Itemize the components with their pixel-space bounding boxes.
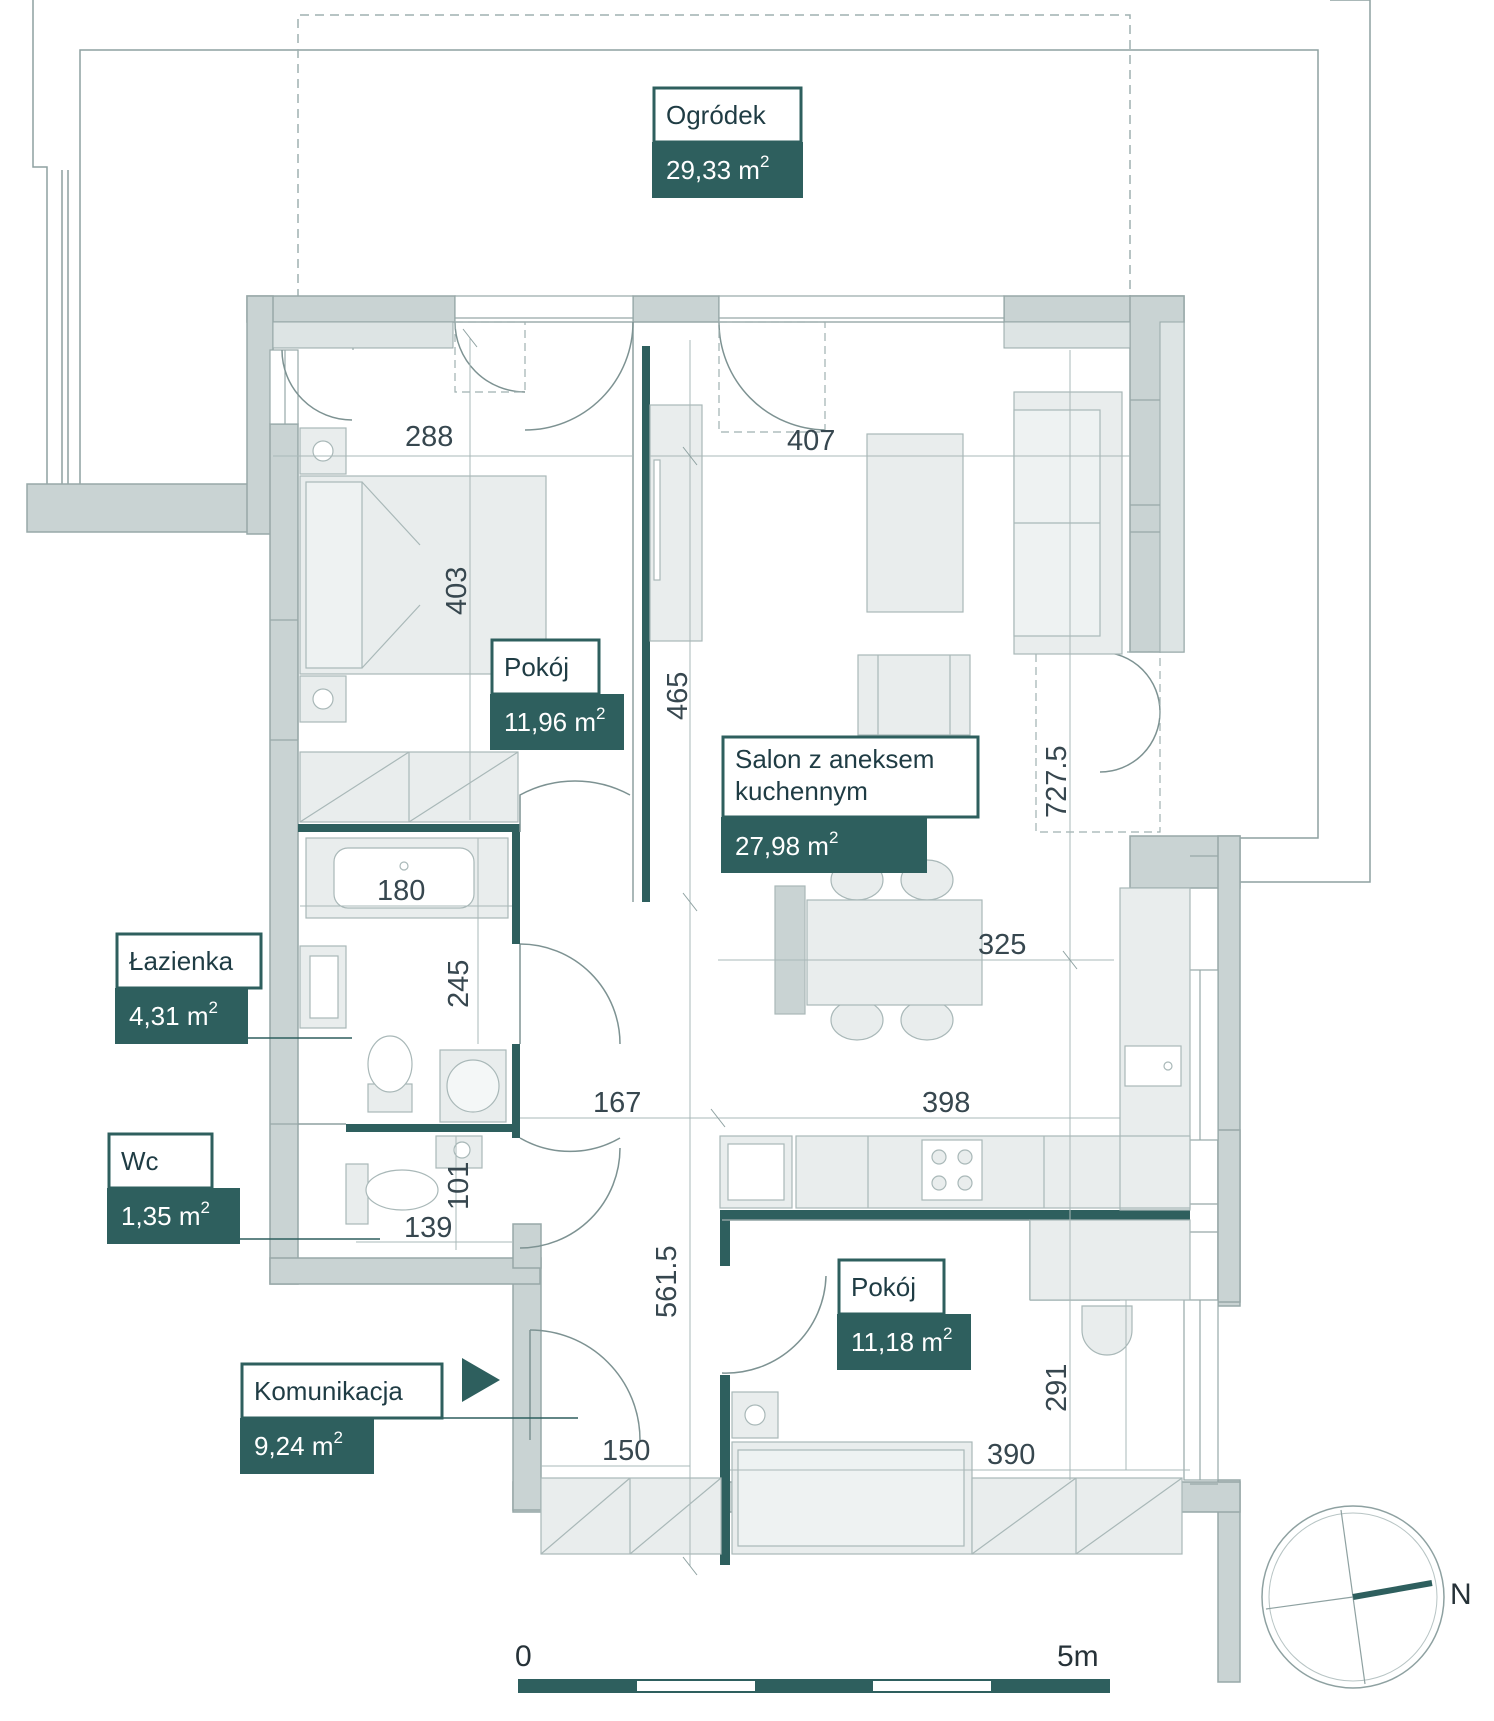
dim-291: 291 [1041,1364,1073,1412]
svg-text:4,31 m2: 4,31 m2 [129,998,218,1031]
wardrobe-3 [540,1477,722,1555]
room-label-salon: Salon z aneksem kuchennym 27,98 m2 [721,735,980,873]
compass-icon: N [1261,1505,1472,1689]
wardrobe-4 [971,1477,1183,1555]
wall-segments [270,322,1218,1485]
dim-727-5: 727.5 [1041,745,1073,818]
svg-text:9,24 m2: 9,24 m2 [254,1428,343,1461]
dim-167: 167 [593,1087,641,1119]
svg-text:11,18 m2: 11,18 m2 [851,1324,952,1357]
room-area: 29,33 m [666,155,760,185]
dim-245: 245 [443,960,475,1008]
dim-407: 407 [787,425,835,457]
scale-bar: 0 5m [515,1640,1110,1693]
kitchen-counter [795,1135,1191,1209]
room-name: Salon z aneksem [735,744,934,774]
dimension-ticks [462,328,1078,1576]
room-label-wc: Wc 1,35 m2 [107,1132,240,1244]
room-label-lazienka: Łazienka 4,31 m2 [115,932,263,1044]
cooktop [921,1139,983,1201]
svg-text:27,98 m2: 27,98 m2 [735,828,838,861]
room-area: 9,24 m [254,1431,334,1461]
dim-150: 150 [602,1435,650,1467]
dim-403: 403 [441,567,473,615]
room-area: 11,96 m [504,707,596,737]
dim-561-5: 561.5 [651,1245,683,1318]
windows [269,295,1219,1481]
nightstand [299,427,347,475]
area-superscript: 2 [209,998,218,1017]
room-name: Pokój [851,1272,916,1302]
room-label-pokoj-2: Pokój 11,18 m2 [837,1258,971,1370]
area-superscript: 2 [334,1428,343,1447]
room-area: 11,18 m [851,1327,943,1357]
area-superscript: 2 [943,1324,952,1343]
room-label-ogrodek: Ogródek 29,33 m2 [652,86,803,198]
wardrobe-2 [1029,1219,1191,1301]
dimension-lines [273,338,1190,1566]
entrance-arrow-icon [462,1358,500,1402]
dim-101: 101 [443,1162,475,1210]
room-name: Wc [121,1146,159,1176]
room-area: 1,35 m [121,1201,201,1231]
area-superscript: 2 [596,704,605,723]
scale-end-label: 5m [1057,1640,1099,1673]
room-name-2: kuchennym [735,776,868,806]
wc-toilet [365,1169,439,1211]
svg-text:11,96 m2: 11,96 m2 [504,704,605,737]
room-label-pokoj-1: Pokój 11,96 m2 [490,638,624,750]
dim-139: 139 [404,1212,452,1244]
door-leaves-dashed [454,321,1161,833]
toilet [367,1035,413,1093]
svg-text:29,33 m2: 29,33 m2 [666,152,769,185]
dimension-texts: 288 407 403 465 727.5 180 325 245 167 39… [377,421,1073,1471]
room-label-komunikacja: Komunikacja 9,24 m2 [240,1362,444,1474]
compass-north-label: N [1450,1578,1472,1611]
dim-398: 398 [922,1087,970,1119]
area-superscript: 2 [829,828,838,847]
area-superscript: 2 [201,1198,210,1217]
chair [1081,1305,1133,1356]
inner-wall-layer [272,321,1185,653]
room-area: 27,98 m [735,831,829,861]
dim-325: 325 [978,929,1026,961]
bench [774,885,806,1015]
garden-dashed-boundary [297,14,1131,298]
label-leaders [240,1037,578,1419]
room-name: Pokój [504,652,569,682]
scale-start-label: 0 [515,1640,532,1673]
wardrobe-lines [540,1477,1183,1555]
armchair [857,654,971,736]
dim-390: 390 [987,1439,1035,1471]
room-name: Łazienka [129,946,234,976]
garden-outline [32,0,1371,883]
partitions [298,346,1190,1565]
room-area: 4,31 m [129,1001,209,1031]
room-name: Ogródek [666,100,767,130]
dim-288: 288 [405,421,453,453]
dining-table [806,899,983,1006]
dim-180: 180 [377,875,425,907]
svg-text:1,35 m2: 1,35 m2 [121,1198,210,1231]
dim-465: 465 [662,672,694,720]
room-name: Komunikacja [254,1376,403,1406]
area-superscript: 2 [760,152,769,171]
coffee-table [866,433,964,613]
